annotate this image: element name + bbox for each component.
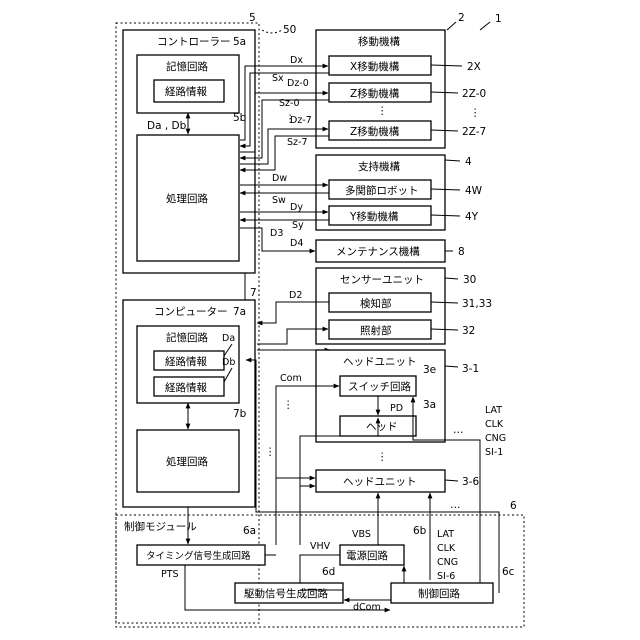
- ref-head-unit-6: 3-6: [462, 476, 479, 488]
- signal-pts: PTS: [161, 569, 179, 580]
- head-unit-ellipsis-left: ⋮: [265, 446, 276, 458]
- ref-controller: 5: [249, 12, 256, 24]
- signal-dx: Dx: [290, 55, 303, 66]
- ref-controller-dashed: 50: [283, 24, 296, 36]
- switch-circuit-label: スイッチ回路: [348, 380, 411, 393]
- signal-si-1: SI-1: [485, 447, 503, 458]
- signal-cng-1: CNG: [485, 433, 506, 444]
- signal-sy: Sy: [292, 220, 304, 231]
- signal-dz0: Dz-0: [287, 78, 309, 89]
- signal-sw: Sw: [272, 195, 286, 206]
- ref-sensor: 30: [463, 274, 476, 286]
- signal-lat-1: LAT: [485, 405, 502, 416]
- signal-clk-1: CLK: [485, 419, 504, 430]
- detect-label: 検知部: [360, 297, 392, 310]
- drive-signal-label: 駆動信号生成回路: [244, 587, 328, 600]
- moving-mechanism-label: 移動機構: [358, 35, 400, 48]
- signal-sz7: Sz-7: [287, 137, 308, 148]
- signal-d4: D4: [290, 238, 303, 249]
- ref-drive: 6d: [322, 566, 335, 578]
- ref-control-module: 6: [510, 500, 517, 512]
- sensor-unit-label: センサーユニット: [340, 274, 424, 286]
- maintenance-label: メンテナンス機構: [336, 245, 420, 258]
- ref-head: 3a: [423, 399, 436, 411]
- ref-y-mech: 4Y: [465, 211, 479, 223]
- ref-timing: 6a: [243, 525, 256, 537]
- signal-clk-6: CLK: [437, 543, 456, 554]
- com-ellipsis: ⋮: [283, 399, 294, 411]
- ref-maint: 8: [458, 246, 465, 258]
- ref-comp-proc: 7b: [233, 408, 247, 420]
- x-moving-label: X移動機構: [350, 60, 400, 73]
- computer-route-info-b-label: 経路情報: [165, 381, 207, 394]
- ref-moving: 2: [458, 12, 465, 24]
- controller-processing-label: 処理回路: [166, 192, 208, 205]
- irradiation-label: 照射部: [360, 324, 392, 337]
- ref-comp-mem: 7a: [233, 306, 246, 318]
- ref-support: 4: [465, 156, 472, 168]
- controller-label: コントローラー: [157, 36, 231, 48]
- head-unit-6-ellipsis-right: …: [450, 499, 461, 511]
- signal-lat-6: LAT: [437, 529, 454, 540]
- signal-dw: Dw: [272, 173, 287, 184]
- signal-cng-6: CNG: [437, 557, 458, 568]
- signal-sx: Sx: [272, 73, 284, 84]
- signal-vhv: VHV: [310, 541, 331, 552]
- ref-ctrl-circuit: 6c: [502, 566, 515, 578]
- head-unit-6-label: ヘッドユニット: [343, 476, 417, 488]
- control-circuit-label: 制御回路: [418, 587, 460, 600]
- head-unit-1-label: ヘッドユニット: [343, 356, 417, 368]
- signal-vbs: VBS: [352, 529, 371, 540]
- ref-x-mech: 2X: [467, 61, 481, 73]
- control-module-label: 制御モジュール: [124, 520, 197, 533]
- robot-label: 多関節ロボット: [345, 184, 419, 197]
- support-mechanism-label: 支持機構: [358, 160, 400, 173]
- head-label: ヘッド: [366, 421, 398, 433]
- power-circuit-label: 電源回路: [346, 549, 388, 562]
- ref-controller-mem: 5a: [233, 36, 246, 48]
- y-moving-label: Y移動機構: [349, 210, 399, 223]
- controller-memory-label: 記憶回路: [166, 60, 208, 73]
- signal-da-comp: Da: [222, 333, 235, 344]
- controller-route-info-label: 経路情報: [165, 85, 207, 98]
- moving-ellipsis: ⋮: [377, 105, 388, 117]
- signal-com: Com: [280, 373, 302, 384]
- head-unit-ellipsis-right: …: [453, 424, 464, 436]
- signal-si-6: SI-6: [437, 571, 455, 582]
- signal-ellipsis-mid: ⋮: [285, 113, 296, 125]
- z7-moving-label: Z移動機構: [350, 125, 400, 138]
- computer-memory-label: 記憶回路: [166, 331, 208, 344]
- ref-computer: 7: [250, 287, 257, 299]
- ref-head-unit-1: 3-1: [462, 363, 479, 375]
- signal-dcom: dCom: [353, 602, 381, 613]
- ref-robot: 4W: [465, 185, 483, 197]
- signal-da-db: Da , Db: [147, 120, 187, 132]
- head-unit-ellipsis-mid: ⋮: [377, 451, 388, 463]
- z0-moving-label: Z移動機構: [350, 87, 400, 100]
- ref-z-ellipsis: ⋮: [470, 107, 481, 119]
- ref-z7-mech: 2Z-7: [462, 126, 486, 138]
- computer-label: コンピューター: [154, 306, 228, 318]
- ref-z0-mech: 2Z-0: [462, 88, 486, 100]
- signal-pd: PD: [390, 403, 403, 414]
- ref-detect: 31,33: [462, 298, 492, 310]
- signal-d3: D3: [270, 228, 283, 239]
- computer-route-info-a-label: 経路情報: [165, 355, 207, 368]
- signal-dy: Dy: [290, 202, 303, 213]
- timing-signal-label: タイミング信号生成回路: [146, 550, 251, 562]
- signal-db-comp: Db: [222, 357, 235, 368]
- signal-d2: D2: [289, 290, 302, 301]
- computer-processing-label: 処理回路: [166, 455, 208, 468]
- ref-switch: 3e: [423, 364, 436, 376]
- ref-irrad: 32: [462, 325, 475, 337]
- ref-power: 6b: [413, 525, 427, 537]
- ref-system: 1: [495, 13, 502, 25]
